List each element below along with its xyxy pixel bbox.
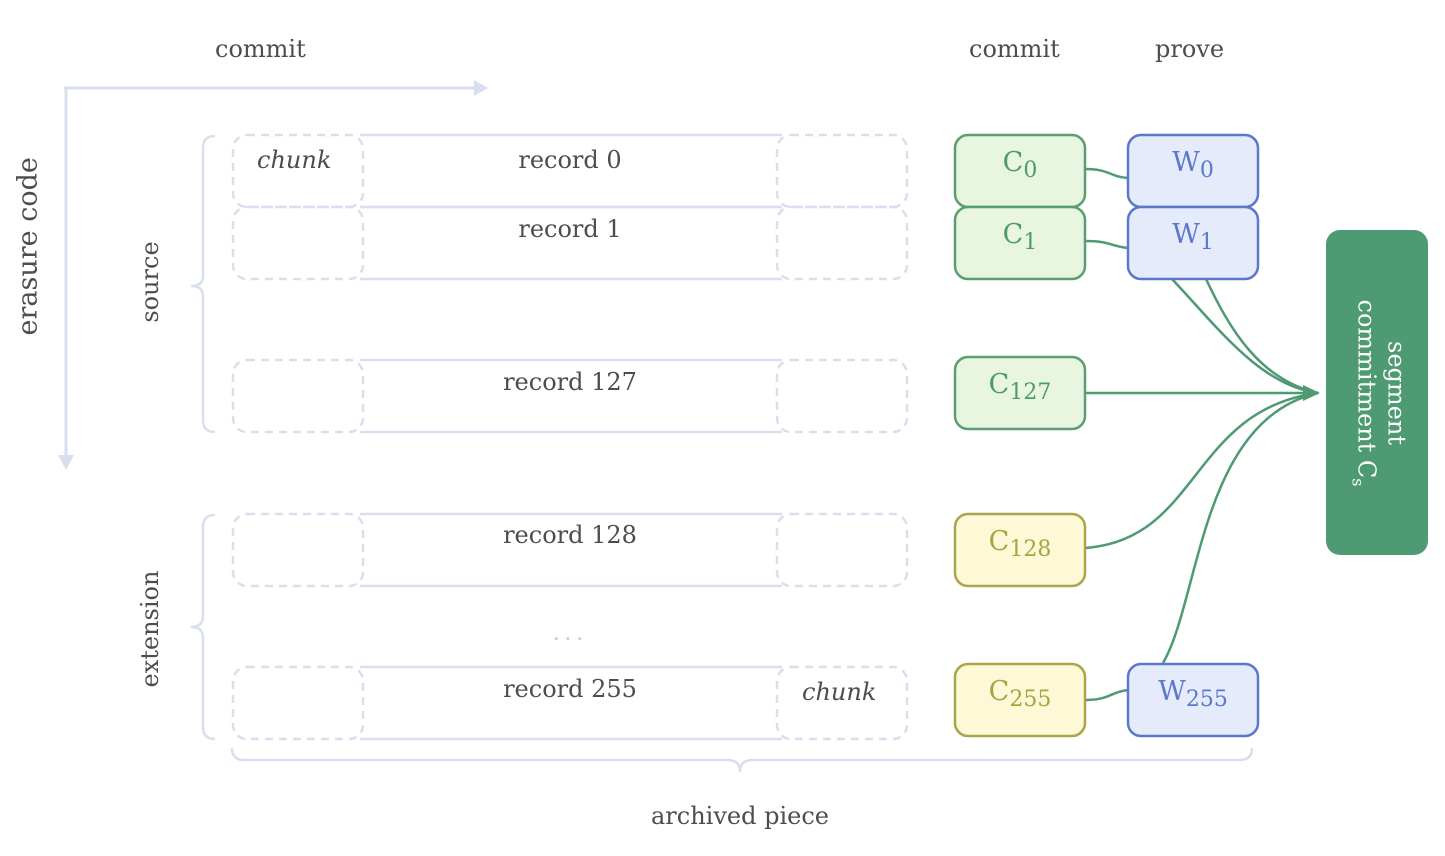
chunk-cell (231, 358, 365, 434)
segment-arrowhead (1303, 385, 1320, 401)
chunk-cell (775, 133, 909, 209)
c255-w255-link (1084, 688, 1129, 702)
commitment-box-c127 (953, 355, 1087, 431)
group-braces (190, 134, 1254, 773)
archived-piece-brace (230, 747, 1254, 773)
witness-label-w255: W255 (1158, 676, 1228, 712)
chunk-cell (775, 512, 909, 588)
record-row-1 (231, 205, 909, 281)
commitment-label-c0: C0 (1002, 147, 1038, 183)
axis-arrows (58, 80, 488, 470)
chunk-cell (231, 133, 365, 209)
w1-to-segment-b (1204, 278, 1319, 395)
extension-brace (190, 513, 216, 741)
witness-boxes (1126, 133, 1260, 738)
ellipsis: ... (552, 618, 588, 646)
segment-commitment-box: segment commitment Cs (1326, 230, 1428, 555)
segment-label-line1: segment (1382, 340, 1411, 445)
record-row-255 (231, 665, 909, 741)
commitment-box-c1 (953, 205, 1087, 281)
witness-box-w1 (1126, 205, 1260, 281)
record-rows (231, 133, 909, 741)
commitment-label-c255: C255 (988, 676, 1052, 712)
chunk-label-first: chunk (257, 146, 332, 174)
w255-to-segment (1161, 391, 1319, 664)
archived-piece-label: archived piece (651, 802, 829, 830)
commitment-boxes (953, 133, 1087, 738)
segment-commitment-label: segment commitment Cs (1343, 228, 1412, 558)
commitment-label-c127: C127 (988, 369, 1052, 405)
source-group-label: source (136, 241, 164, 323)
chunk-cell (775, 358, 909, 434)
record-label-1: record 1 (518, 215, 622, 243)
witness-label-w1: W1 (1172, 219, 1214, 255)
record-label-127: record 127 (503, 368, 637, 396)
commitment-label-c1: C1 (1002, 219, 1038, 255)
record-label-128: record 128 (503, 521, 637, 549)
chunk-cell (775, 665, 909, 741)
record-label-255: record 255 (503, 675, 637, 703)
chunk-cell (231, 512, 365, 588)
c0-w0-link (1084, 167, 1129, 180)
chunk-label-last: chunk (802, 678, 877, 706)
witness-label-w0: W0 (1172, 147, 1214, 183)
chunk-cell (775, 205, 909, 281)
extension-group-label: extension (136, 570, 164, 688)
segment-label-line2: commitment Cs (1348, 299, 1381, 486)
record-row-127 (231, 358, 909, 434)
erasure-code-label: erasure code (12, 157, 44, 336)
record-label-0: record 0 (518, 146, 622, 174)
record-row-128 (231, 512, 909, 588)
c128-to-segment (1084, 391, 1319, 550)
prove-header: prove (1155, 35, 1225, 63)
commitment-box-c128 (953, 512, 1087, 588)
commitment-box-c255 (953, 662, 1087, 738)
left-commit-header: commit (215, 35, 306, 63)
commitment-label-c128: C128 (988, 526, 1052, 562)
c1-w1-link (1084, 239, 1129, 250)
witness-box-w255 (1126, 662, 1260, 738)
chunk-cell (231, 205, 365, 281)
right-commit-header: commit (969, 35, 1060, 63)
source-brace (190, 134, 216, 434)
connectors (1084, 167, 1319, 702)
w1-to-segment-a (1171, 278, 1319, 395)
chunk-cell (231, 665, 365, 741)
